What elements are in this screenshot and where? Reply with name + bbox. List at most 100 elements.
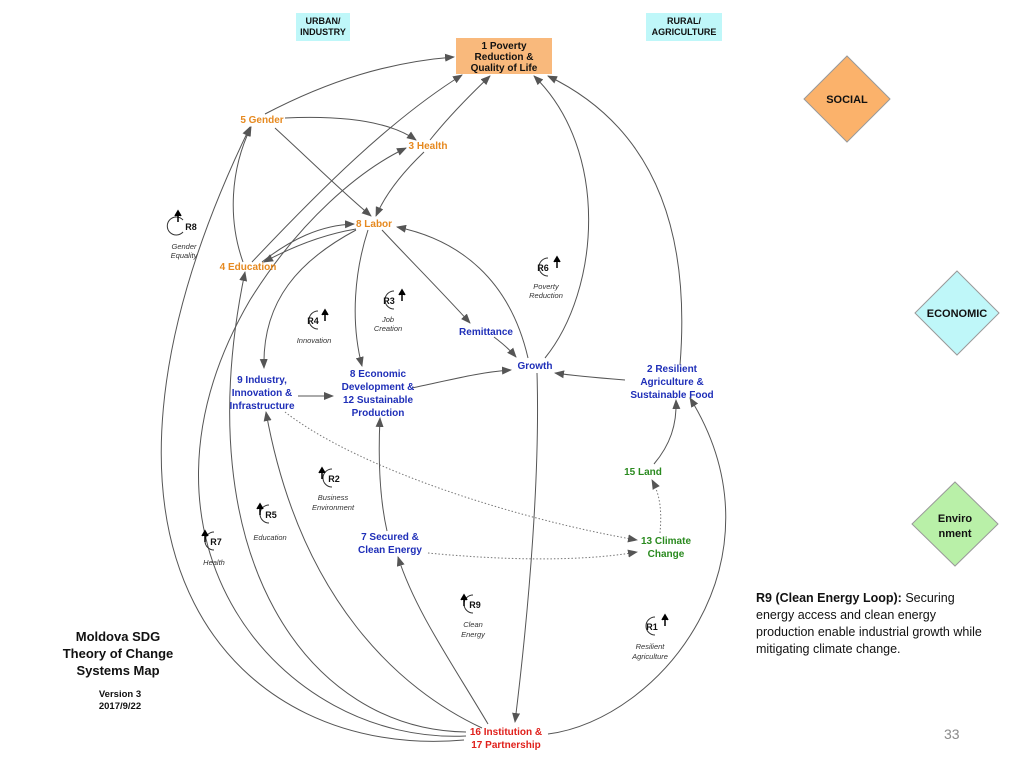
node-gender: 5 Gender (240, 115, 283, 126)
node-growth: Growth (518, 361, 553, 372)
loop-r2: R2 Business Environment (312, 466, 355, 512)
svg-text:Version 3: Version 3 (99, 689, 141, 700)
note-title: R9 (Clean Energy Loop): (756, 591, 902, 605)
svg-text:1 Poverty: 1 Poverty (481, 41, 526, 52)
svg-text:R7: R7 (210, 537, 222, 547)
svg-text:Systems Map: Systems Map (76, 663, 159, 678)
svg-text:Reduction: Reduction (529, 291, 563, 300)
svg-text:Education: Education (253, 533, 286, 542)
svg-text:Clean Energy: Clean Energy (358, 545, 422, 556)
link-gender-to-labor (274, 127, 372, 217)
link-institution-to-education (229, 271, 467, 733)
node-education: 4 Education (220, 262, 277, 273)
svg-text:Energy: Energy (461, 630, 486, 639)
svg-text:Theory of Change: Theory of Change (63, 646, 174, 661)
economic-category-diamond: ECONOMIC (914, 270, 1000, 356)
link-econdev-to-growth (411, 366, 512, 389)
loop-r4: R4 Innovation (297, 308, 332, 345)
node-remittance: Remittance (459, 327, 513, 338)
svg-text:16 Institution &: 16 Institution & (470, 727, 542, 738)
svg-text:13 Climate: 13 Climate (641, 536, 691, 547)
loop-r5: R5 Education (253, 502, 287, 542)
loop-r6: R6 Poverty Reduction (529, 255, 563, 300)
svg-text:Quality of Life: Quality of Life (471, 63, 538, 74)
loop-r7: R7 Health (201, 529, 225, 567)
svg-text:URBAN/: URBAN/ (306, 16, 341, 26)
svg-text:12 Sustainable: 12 Sustainable (343, 395, 413, 406)
link-institution-to-industry (263, 411, 483, 729)
link-education-to-poverty (251, 74, 463, 263)
svg-text:2 Resilient: 2 Resilient (647, 364, 698, 375)
link-labor-to-remittance (381, 229, 471, 324)
note-body: Securing energy access and clean energy … (756, 591, 982, 656)
node-resilient-agriculture: 2 Resilient Agriculture & Sustainable Fo… (630, 364, 713, 401)
svg-text:R5: R5 (265, 510, 277, 520)
link-labor-to-education (263, 228, 357, 263)
link-climate-to-land (651, 479, 662, 534)
node-poverty-reduction: 1 Poverty Reduction & Quality of Life (456, 38, 552, 74)
urban-industry-label: URBAN/ INDUSTRY (296, 13, 350, 41)
svg-text:Health: Health (203, 558, 225, 567)
slide-number: 33 (944, 726, 960, 742)
svg-text:R6: R6 (537, 263, 549, 273)
svg-text:9 Industry,: 9 Industry, (237, 375, 287, 386)
svg-text:ECONOMIC: ECONOMIC (927, 308, 988, 320)
svg-text:Innovation &: Innovation & (232, 388, 293, 399)
node-labor: 8 Labor (356, 219, 392, 230)
link-growth-to-institution (512, 372, 539, 723)
link-labor-to-industry (259, 229, 357, 369)
svg-text:Innovation: Innovation (297, 336, 332, 345)
svg-text:R1: R1 (646, 622, 658, 632)
causal-links (160, 53, 727, 742)
svg-text:Clean: Clean (463, 620, 483, 629)
node-climate-change: 13 Climate Change (641, 536, 691, 560)
link-growth-to-labor (396, 224, 529, 359)
svg-text:R2: R2 (328, 474, 340, 484)
link-energy-to-climate (427, 549, 638, 560)
svg-text:R8: R8 (185, 222, 197, 232)
rural-agriculture-label: RURAL/ AGRICULTURE (646, 13, 722, 41)
svg-text:R9: R9 (469, 600, 481, 610)
svg-text:Business: Business (318, 493, 349, 502)
svg-text:Reduction &: Reduction & (475, 52, 534, 63)
link-education-to-gender (232, 126, 252, 263)
node-health: 3 Health (409, 141, 448, 152)
svg-text:8 Economic: 8 Economic (350, 369, 407, 380)
svg-text:R3: R3 (383, 296, 395, 306)
link-labor-to-econdev (354, 229, 369, 367)
loop-r3: R3 Job Creation (374, 288, 406, 333)
svg-text:INDUSTRY: INDUSTRY (300, 27, 346, 37)
svg-text:Agriculture: Agriculture (631, 652, 668, 661)
svg-text:Equality: Equality (171, 251, 199, 260)
link-agri-to-poverty (547, 75, 683, 366)
svg-text:Infrastructure: Infrastructure (229, 401, 294, 412)
link-agri-to-growth (554, 370, 626, 381)
svg-text:Job: Job (381, 315, 394, 324)
link-institution-to-energy (396, 556, 489, 725)
r9-explanation-note: R9 (Clean Energy Loop): Securing energy … (756, 590, 986, 658)
node-clean-energy: 7 Secured & Clean Energy (358, 532, 422, 556)
svg-text:Agriculture &: Agriculture & (640, 377, 703, 388)
svg-text:17 Partnership: 17 Partnership (471, 740, 540, 751)
svg-text:R4: R4 (307, 316, 319, 326)
link-health-to-poverty (429, 75, 491, 141)
svg-text:Enviro: Enviro (938, 513, 973, 525)
environment-category-diamond: Enviro nment (911, 481, 999, 567)
loop-r8: R8 Gender Equality (166, 209, 199, 260)
svg-text:Production: Production (352, 408, 405, 419)
svg-text:Poverty: Poverty (533, 282, 560, 291)
loop-r9: R9 Clean Energy (460, 593, 486, 639)
svg-text:AGRICULTURE: AGRICULTURE (652, 27, 717, 37)
node-land: 15 Land (624, 467, 662, 478)
svg-text:Moldova SDG: Moldova SDG (76, 629, 161, 644)
svg-text:nment: nment (939, 528, 972, 540)
svg-text:Development &: Development & (342, 382, 415, 393)
link-energy-to-econdev (375, 417, 388, 532)
svg-text:Environment: Environment (312, 503, 355, 512)
svg-text:Sustainable Food: Sustainable Food (630, 390, 713, 401)
svg-text:Change: Change (648, 549, 685, 560)
node-institution-partnership: 16 Institution & 17 Partnership (470, 727, 542, 751)
link-gender-to-health (284, 116, 417, 141)
link-institution-to-agri (547, 397, 727, 735)
